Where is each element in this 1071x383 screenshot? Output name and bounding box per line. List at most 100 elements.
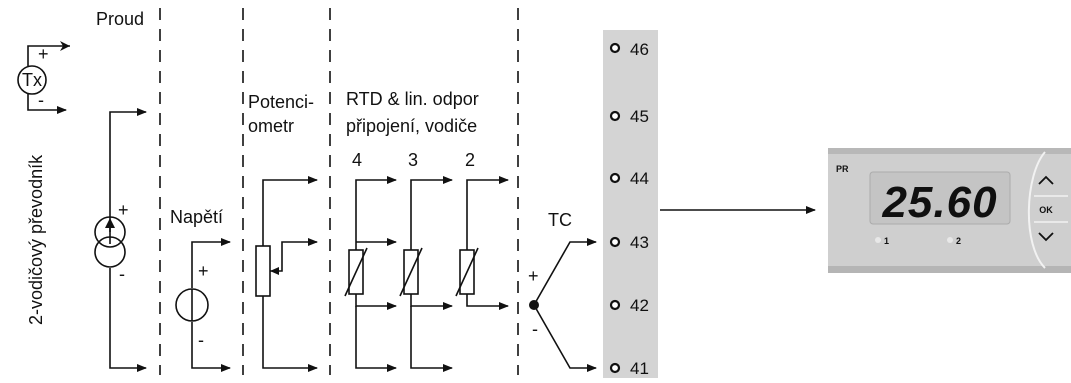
tc-minus-wire: [533, 304, 597, 372]
brand-logo: PR: [836, 164, 849, 174]
down-button[interactable]: [1038, 232, 1054, 242]
rtd-3-slash: [399, 247, 423, 297]
current-source-icon-top: [94, 216, 126, 248]
current-label: Proud: [96, 9, 144, 29]
transmitter-block: Tx + - 2-vodičový převodník: [17, 41, 70, 325]
terminal-41: 41: [609, 359, 649, 378]
rtd2-w1: [466, 176, 509, 250]
voltage-bottom-wire: [191, 322, 231, 372]
potentiometer-label-1: Potenci-: [248, 92, 314, 112]
led-1-label: 1: [884, 236, 889, 246]
voltage-plus: +: [198, 261, 209, 281]
terminal-45-screw-icon: [609, 110, 621, 122]
terminal-43-screw-icon: [609, 236, 621, 248]
rtd2-w2: [466, 294, 509, 310]
up-button[interactable]: [1032, 166, 1066, 192]
rtd-4-wire: 4: [344, 150, 397, 372]
current-plus: +: [118, 200, 129, 220]
current-section: Proud + -: [94, 9, 147, 372]
terminal-45: 45: [609, 107, 649, 126]
rtd3-w2: [410, 294, 453, 310]
chevron-down-icon[interactable]: [1038, 232, 1054, 242]
rtd4-w1: [355, 176, 397, 250]
led-2-icon: [947, 237, 953, 243]
terminal-strip: 46 45 44 43 42 41: [603, 30, 658, 378]
tc-minus: -: [532, 319, 538, 339]
transmitter-plus-wire: [27, 45, 70, 66]
pot-wiper-arrow: [270, 267, 279, 275]
voltage-section: Napětí + -: [170, 207, 231, 372]
rtd3-w3: [410, 306, 453, 372]
terminal-43: 43: [609, 233, 649, 252]
tc-plus-wire: [533, 238, 597, 306]
rtd-label-2: připojení, vodiče: [346, 116, 477, 136]
terminal-41-label: 41: [630, 359, 649, 378]
rtd-2-resistor-icon: [459, 249, 475, 295]
thermocouple-section: TC + -: [528, 210, 597, 372]
tc-label: TC: [548, 210, 572, 230]
ok-button-label[interactable]: OK: [1039, 205, 1053, 215]
terminal-43-label: 43: [630, 233, 649, 252]
transmitter-plus-label: +: [38, 44, 49, 64]
rtd-2-wire: 2: [455, 150, 509, 310]
rtd4-w3: [355, 294, 397, 310]
potentiometer-section: Potenci- ometr: [248, 92, 318, 372]
lcd-panel: [869, 171, 1011, 225]
potentiometer-label-2: ometr: [248, 116, 294, 136]
terminal-44-label: 44: [630, 169, 649, 188]
rtd-4-label: 4: [352, 150, 362, 170]
pot-bottom-wire: [262, 296, 318, 372]
tc-plus: +: [528, 266, 539, 286]
chevron-up-icon[interactable]: [1038, 175, 1054, 185]
pot-wiper-wire: [270, 238, 318, 272]
tc-junction-icon: [529, 300, 539, 310]
voltage-top-wire: [191, 238, 231, 288]
led-2-label: 2: [956, 236, 961, 246]
current-arrow-head: [105, 218, 115, 228]
rtd-label-1: RTD & lin. odpor: [346, 89, 479, 109]
terminal-42: 42: [609, 296, 649, 315]
terminal-45-label: 45: [630, 107, 649, 126]
voltage-minus: -: [198, 330, 204, 350]
button-bezel-curve: [1027, 151, 1046, 269]
transmitter-side-label: 2-vodičový převodník: [26, 154, 46, 325]
rtd-3-label: 3: [408, 150, 418, 170]
terminal-46-screw-icon: [609, 42, 621, 54]
rtd-2-slash: [455, 247, 479, 297]
transmitter-plus-arrow: [60, 41, 70, 51]
current-top-wire: [109, 108, 147, 232]
current-bottom-wire: [109, 268, 147, 372]
terminal-44: 44: [609, 169, 649, 188]
rtd-3-resistor-icon: [403, 249, 419, 295]
section-dividers: [159, 8, 519, 375]
terminal-strip-bg: [603, 30, 658, 378]
transmitter-icon: [17, 65, 47, 95]
lcd-value: 25.60: [881, 178, 997, 227]
rtd4-w4: [355, 306, 397, 372]
device-bottom-edge: [828, 266, 1071, 273]
current-minus: -: [119, 264, 125, 284]
device-top-edge: [828, 148, 1071, 154]
rtd-4-slash: [344, 247, 368, 297]
voltage-label: Napětí: [170, 207, 223, 227]
led-1-icon: [875, 237, 881, 243]
rtd-4-resistor-icon: [348, 249, 364, 295]
pot-top-wire: [262, 176, 318, 246]
rtd-3-wire: 3: [399, 150, 453, 372]
terminal-42-screw-icon: [609, 299, 621, 311]
transmitter-minus-wire: [27, 94, 67, 114]
transmitter-symbol: Tx: [22, 70, 42, 90]
display-device: PR 25.60 1 2 OK: [828, 148, 1071, 273]
rtd-2-label: 2: [465, 150, 475, 170]
ok-button[interactable]: OK: [1039, 205, 1053, 215]
rtd3-w1: [410, 176, 453, 250]
terminal-41-screw-icon: [609, 362, 621, 374]
terminal-46: 46: [609, 40, 649, 59]
potentiometer-icon: [255, 245, 271, 297]
terminal-42-label: 42: [630, 296, 649, 315]
terminal-46-label: 46: [630, 40, 649, 59]
transmitter-minus-label: -: [38, 90, 44, 110]
terminal-44-screw-icon: [609, 172, 621, 184]
